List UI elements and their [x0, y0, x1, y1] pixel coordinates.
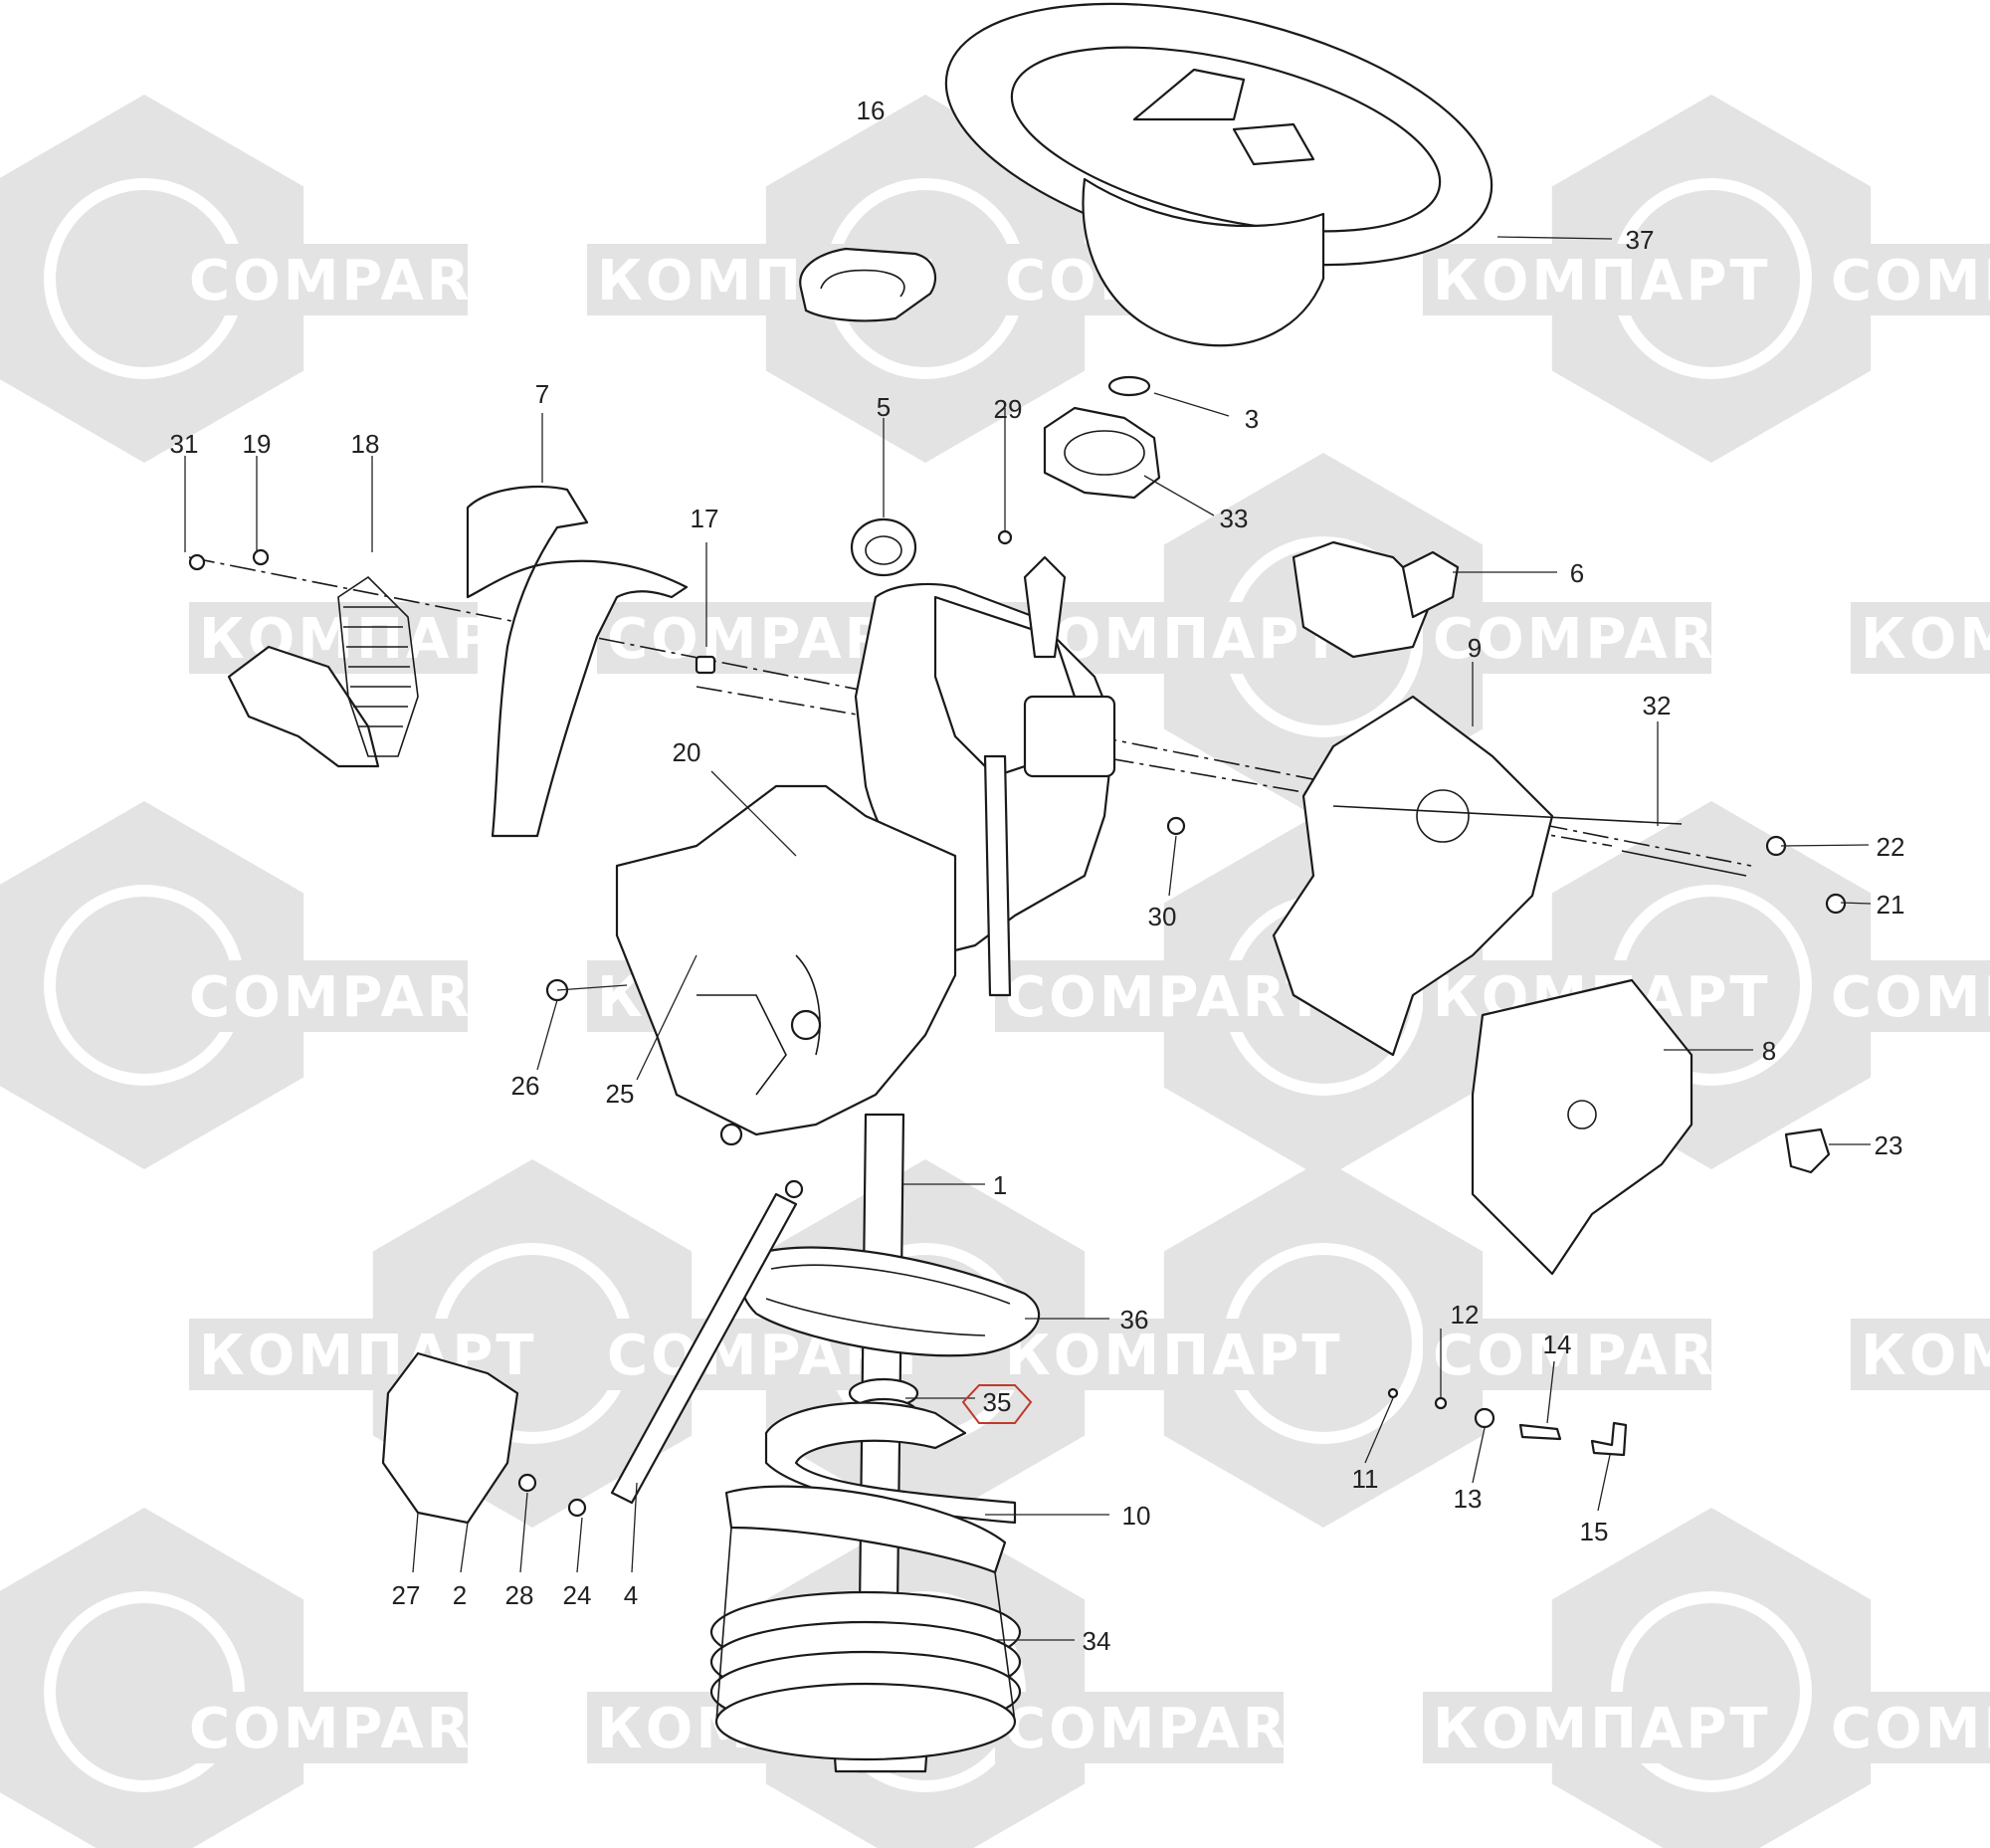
lower-shroud — [1272, 695, 1554, 1057]
watermark-text: COMPART — [1831, 965, 1990, 1030]
callout-18[interactable]: 18 — [351, 429, 380, 459]
callout-33[interactable]: 33 — [1220, 504, 1249, 533]
callout-36[interactable]: 36 — [1120, 1305, 1149, 1335]
callout-37[interactable]: 37 — [1626, 225, 1655, 255]
callout-30[interactable]: 30 — [1148, 902, 1177, 931]
horn-pad — [799, 247, 937, 322]
callout-15[interactable]: 15 — [1580, 1517, 1609, 1546]
watermark-band — [1821, 244, 1990, 315]
upper-shroud-left — [466, 485, 689, 838]
callout-17[interactable]: 17 — [691, 504, 719, 533]
watermark-band — [189, 602, 478, 674]
watermark-text: COMPART — [1005, 965, 1326, 1030]
watermark-hexagon — [1551, 1508, 1872, 1848]
watermark-band — [995, 1319, 1284, 1390]
watermark-text: COMPART — [1433, 1324, 1754, 1388]
clip — [1784, 1128, 1831, 1174]
watermark-hexagon — [0, 95, 304, 463]
watermark-band — [1423, 244, 1711, 315]
watermark-band — [995, 960, 1284, 1032]
watermark-band — [1821, 1692, 1990, 1763]
callout-8[interactable]: 8 — [1762, 1036, 1776, 1066]
watermark-text: COMPART — [1433, 607, 1754, 672]
watermark-text: COMPART — [1831, 249, 1990, 313]
callout-22[interactable]: 22 — [1877, 832, 1905, 862]
callout-numbers: 1234567891011121314151617181920212223242… — [170, 96, 1905, 1656]
watermark-band — [1821, 960, 1990, 1032]
watermark-band — [597, 602, 886, 674]
callout-34[interactable]: 34 — [1083, 1626, 1111, 1656]
callout-20[interactable]: 20 — [673, 737, 701, 767]
leader-lines — [184, 236, 1872, 1641]
watermark-text: COMPART — [189, 1697, 510, 1761]
watermark-text: КОМПАРТ — [1861, 607, 1990, 672]
lower-bracket — [381, 1351, 519, 1525]
watermark-band — [1423, 1692, 1711, 1763]
column-housing — [615, 555, 1116, 1146]
callout-26[interactable]: 26 — [511, 1071, 540, 1101]
callout-13[interactable]: 13 — [1454, 1484, 1483, 1514]
watermark-layer: COMPART КОМПАРТ COMPART КОМПАРТ COMPART КОМПА… — [0, 95, 1990, 1848]
watermark-hexagon — [1163, 1159, 1484, 1528]
watermark-band — [1423, 1319, 1711, 1390]
callout-4[interactable]: 4 — [624, 1580, 638, 1610]
callout-23[interactable]: 23 — [1875, 1130, 1903, 1160]
callout-35[interactable]: 35 — [983, 1387, 1012, 1417]
parts-drawing: 35 — [184, 2, 1872, 1773]
lower-boot — [709, 1485, 1022, 1761]
callout-6[interactable]: 6 — [1570, 558, 1584, 588]
lever-boot — [227, 575, 419, 768]
callout-21[interactable]: 21 — [1877, 890, 1905, 920]
watermark-band — [179, 244, 468, 315]
watermark-band — [1423, 602, 1711, 674]
callout-27[interactable]: 27 — [392, 1580, 421, 1610]
upper-seal — [740, 1246, 1041, 1357]
cap — [850, 517, 917, 577]
watermark-text: КОМПАРТ — [1433, 1697, 1771, 1761]
callout-12[interactable]: 12 — [1451, 1300, 1480, 1330]
callout-14[interactable]: 14 — [1543, 1330, 1572, 1359]
steering-wheel — [944, 2, 1493, 347]
callout-16[interactable]: 16 — [857, 96, 886, 125]
callout-29[interactable]: 29 — [994, 394, 1023, 424]
watermark-band — [179, 1692, 468, 1763]
gas-strut — [610, 1179, 804, 1505]
watermark-band — [179, 960, 468, 1032]
watermark-text: КОМПАРТ — [1433, 249, 1771, 313]
watermark-text: COMPART — [189, 965, 510, 1030]
watermark-text: КОМПАРТ — [1861, 1324, 1990, 1388]
watermark-band — [1851, 1319, 1990, 1390]
callout-7[interactable]: 7 — [535, 379, 549, 409]
callout-10[interactable]: 10 — [1122, 1501, 1151, 1531]
highlight-hexagon — [961, 1384, 1033, 1424]
wiper-switch — [1292, 540, 1460, 659]
callout-2[interactable]: 2 — [453, 1580, 467, 1610]
watermark-text: КОМПАРТ — [1005, 1324, 1343, 1388]
watermark-text: COMPART — [1831, 1697, 1990, 1761]
callout-19[interactable]: 19 — [243, 429, 272, 459]
callout-11[interactable]: 11 — [1352, 1464, 1379, 1494]
watermark-band — [995, 1692, 1284, 1763]
callout-5[interactable]: 5 — [877, 392, 891, 422]
callout-32[interactable]: 32 — [1643, 691, 1672, 720]
washer — [1107, 375, 1151, 397]
callout-1[interactable]: 1 — [993, 1170, 1007, 1200]
callout-3[interactable]: 3 — [1245, 404, 1259, 434]
callout-31[interactable]: 31 — [170, 429, 199, 459]
callout-25[interactable]: 25 — [606, 1079, 635, 1109]
callout-9[interactable]: 9 — [1468, 633, 1482, 663]
watermark-text: COMPART — [189, 249, 510, 313]
callout-28[interactable]: 28 — [505, 1580, 534, 1610]
watermark-text: COMPART — [1005, 1697, 1326, 1761]
trim-panel — [1471, 978, 1693, 1276]
watermark-band — [1851, 602, 1990, 674]
clock-spring — [1043, 406, 1161, 500]
callout-24[interactable]: 24 — [563, 1580, 592, 1610]
watermark-hexagon — [0, 801, 304, 1169]
